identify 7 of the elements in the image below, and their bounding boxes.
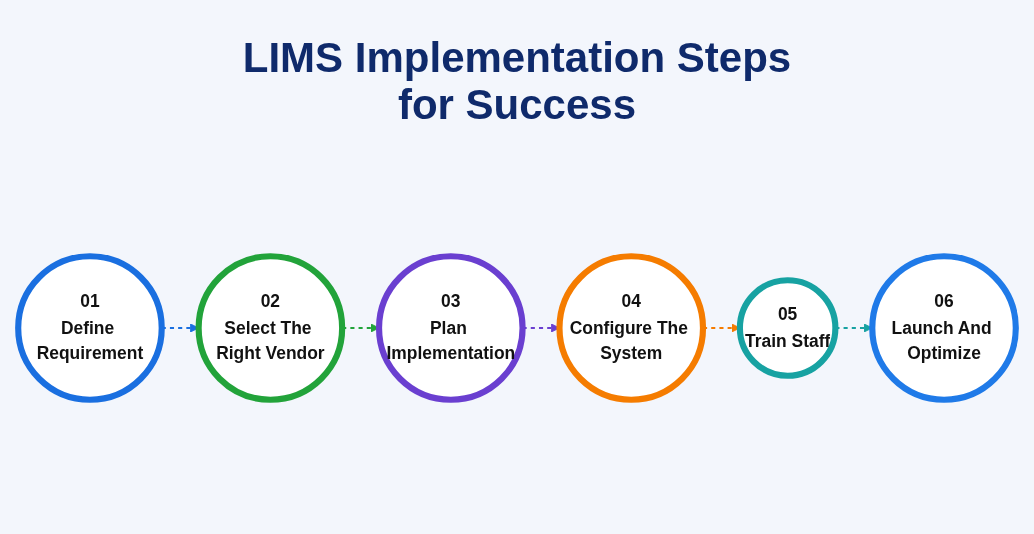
node-circle: 03 Plan Implementation	[375, 253, 526, 403]
node-circle: 01 Define Requirement	[15, 253, 165, 403]
node-circle: 05 Train Staff	[736, 277, 839, 379]
node-circle: 04 Configure The System	[556, 253, 707, 403]
node-circle: 06 Launch And Optimize	[869, 253, 1019, 403]
title: LIMS Implementation Steps for Success	[241, 34, 793, 129]
node-circle: 02 Select The Right Vendor	[195, 253, 346, 403]
